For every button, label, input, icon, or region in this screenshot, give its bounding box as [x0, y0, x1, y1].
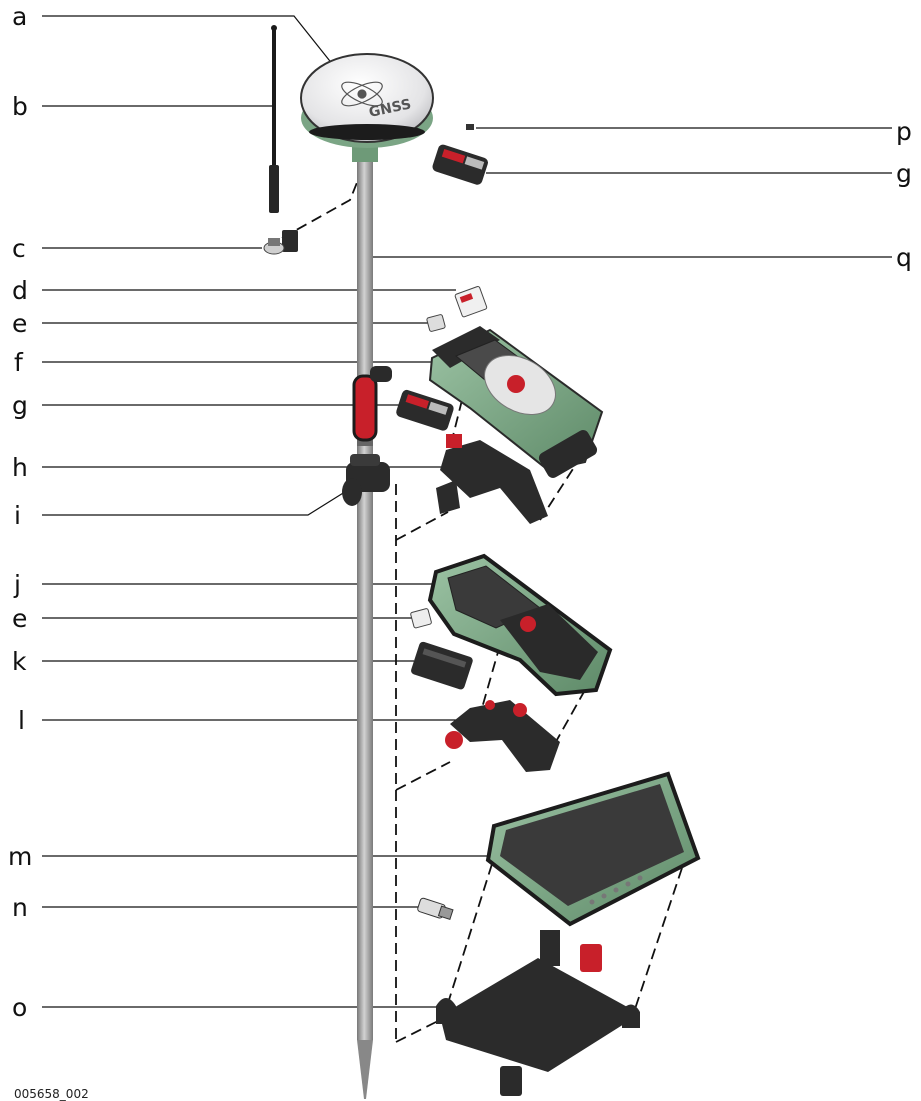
- battery-middle: [395, 389, 455, 432]
- label-l: l: [18, 706, 25, 735]
- label-e-1: e: [12, 309, 27, 338]
- leader-i: [42, 490, 348, 515]
- label-g-2: g: [896, 159, 912, 188]
- sd-card: [455, 286, 488, 317]
- holder-l: [445, 700, 560, 772]
- dash-radio-to-antenna: [282, 175, 360, 238]
- label-q: q: [896, 243, 912, 272]
- dash-m-to-o-2: [632, 868, 682, 1018]
- battery-k: [410, 641, 474, 691]
- label-f: f: [14, 348, 24, 377]
- label-p: p: [896, 117, 912, 146]
- label-n: n: [12, 893, 28, 922]
- figure-code: 005658_002: [14, 1087, 89, 1101]
- label-i: i: [14, 501, 21, 530]
- pole-grip: [354, 366, 392, 440]
- dash-h-to-pole: [396, 512, 448, 540]
- label-o: o: [12, 993, 27, 1022]
- tablet-cradle: [436, 930, 640, 1096]
- dash-j-to-l-1: [482, 645, 500, 708]
- label-g-1: g: [12, 391, 28, 420]
- dash-l-to-pole: [396, 762, 450, 790]
- label-m: m: [8, 842, 32, 871]
- label-k: k: [12, 647, 27, 676]
- radio-antenna: [269, 25, 279, 213]
- sd-card-2: [410, 608, 432, 628]
- label-c: c: [12, 234, 26, 263]
- usb-stick: [417, 897, 454, 921]
- pole: [357, 160, 373, 1099]
- tablet-m: [488, 774, 698, 924]
- dash-o-to-pole: [396, 1020, 440, 1042]
- leader-a: [42, 16, 345, 80]
- label-e-2: e: [12, 604, 27, 633]
- label-j: j: [13, 570, 21, 599]
- label-b: b: [12, 92, 28, 121]
- label-h: h: [12, 453, 28, 482]
- radio-adapter: [264, 230, 298, 254]
- cf-card: [426, 314, 445, 332]
- label-d: d: [12, 276, 28, 305]
- gnss-antenna: GNSS: [301, 54, 433, 162]
- label-a: a: [12, 2, 27, 31]
- micro-sd-card: [466, 124, 474, 130]
- battery-top: [431, 143, 489, 186]
